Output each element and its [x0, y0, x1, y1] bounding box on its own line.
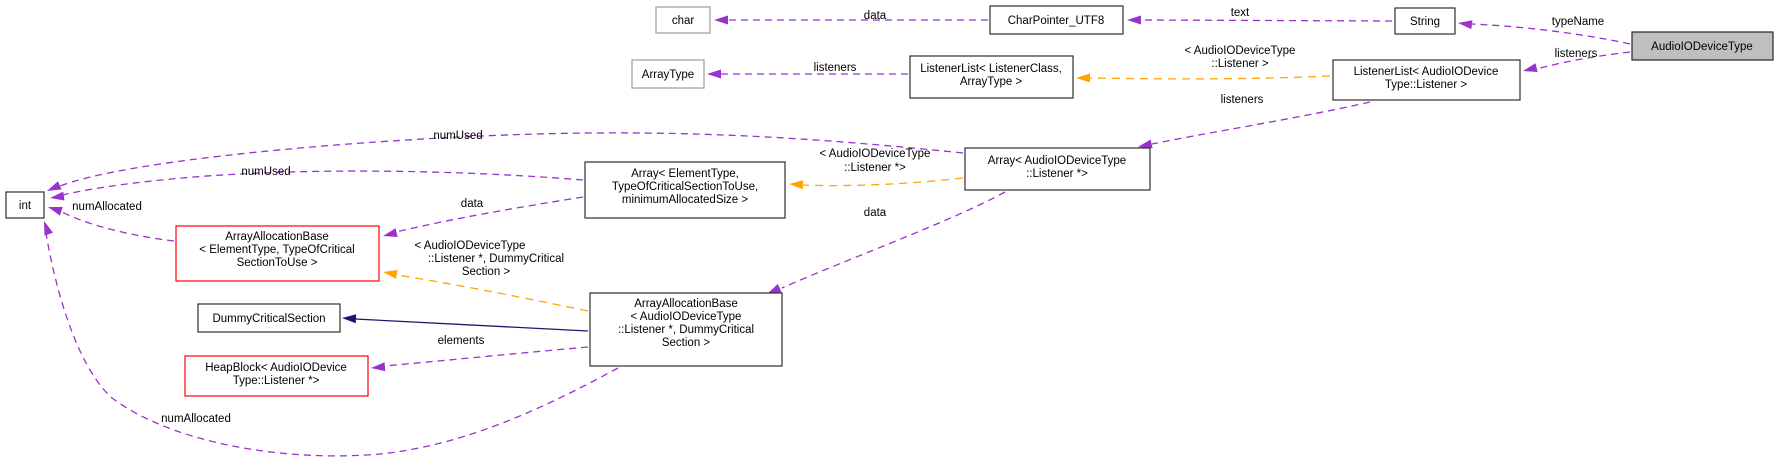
node-aab-generic-line1: ArrayAllocationBase [225, 231, 329, 243]
node-listenerlist-generic-line1: ListenerList< ListenerClass, [920, 63, 1062, 75]
edge-label-numused-audio: numUsed [433, 130, 482, 142]
edge-label-data-audio: data [864, 207, 887, 219]
edge-label-template-listener-ptr-line1: < AudioIODeviceType [820, 148, 931, 160]
arrowhead-string [1458, 20, 1473, 30]
node-aab-audio-line2: < AudioIODeviceType [631, 311, 742, 323]
edge-label-numallocated-generic: numAllocated [72, 201, 142, 213]
node-int-label: int [19, 200, 32, 212]
node-int[interactable]: int [5, 191, 45, 219]
arrowhead-dummycriticalsection [342, 314, 357, 324]
arrowhead-char [714, 15, 728, 25]
edge-label-numused-generic: numUsed [241, 166, 290, 178]
node-aab-generic-line3: SectionToUse > [237, 257, 318, 269]
node-listenerlist-audio-line2: Type::Listener > [1385, 79, 1467, 91]
node-array-generic-line2: TypeOfCriticalSectionToUse, [612, 181, 758, 193]
node-listenerlist-audio-line1: ListenerList< AudioIODevice [1354, 66, 1499, 78]
arrowhead-array-generic [789, 180, 804, 190]
node-char-label: char [672, 15, 695, 27]
edge-numallocated-audio [45, 232, 619, 457]
node-dummy-critical-section-label: DummyCriticalSection [212, 313, 325, 325]
edge-label-data-char: data [864, 10, 887, 22]
edge-elements [384, 346, 589, 367]
node-arraytype[interactable]: ArrayType [631, 59, 705, 89]
arrowhead-int-numused-generic [50, 191, 65, 201]
edge-template-array [802, 177, 964, 187]
edge-template-listenerlist [1089, 75, 1331, 80]
arrowhead-aab-generic [383, 228, 398, 237]
edge-label-template-listener-line1: < AudioIODeviceType [1185, 45, 1296, 57]
edge-label-template-aab-line3: Section > [462, 266, 511, 278]
edge-typename [1471, 23, 1631, 45]
edge-label-template-listener-ptr-line2: ::Listener *> [844, 162, 906, 174]
edge-label-text: text [1231, 7, 1250, 19]
edge-label-numallocated-audio: numAllocated [161, 413, 231, 425]
edge-string-to-charpointer [1140, 19, 1393, 22]
node-audio-io-device-type: AudioIODeviceType [1631, 31, 1774, 61]
edge-label-elements: elements [438, 335, 485, 347]
node-dummy-critical-section[interactable]: DummyCriticalSection [197, 303, 341, 333]
arrowhead-array-audio [1138, 139, 1153, 149]
node-aab-generic-line2: < ElementType, TypeOfCritical [199, 244, 354, 256]
arrowhead-listenerlist-generic [1076, 73, 1090, 83]
node-aab-audio-line4: Section > [662, 337, 711, 349]
edge-label-listeners-device-type: listeners [1555, 48, 1598, 60]
edge-label-template-aab-line1: < AudioIODeviceType [415, 240, 526, 252]
arrowhead-int-numallocated-generic [48, 207, 63, 216]
edge-numused-audio [59, 132, 964, 187]
edge-template-aab [396, 274, 589, 312]
edge-label-listeners-generic: listeners [814, 62, 857, 74]
arrowhead-charpointer [1127, 15, 1141, 25]
node-array-allocation-base-generic[interactable]: ArrayAllocationBase < ElementType, TypeO… [175, 225, 380, 282]
edge-data-generic [395, 196, 584, 233]
edge-data-audio [781, 191, 1006, 289]
node-aab-audio-line3: ::Listener *, DummyCritical [618, 324, 754, 336]
node-array-audio[interactable]: Array< AudioIODeviceType ::Listener *> [964, 147, 1151, 191]
edge-listeners-audio [1151, 101, 1371, 145]
node-string[interactable]: String [1394, 7, 1456, 35]
edge-listeners-device-type [1536, 51, 1631, 70]
node-charpointer-utf8-label: CharPointer_UTF8 [1008, 15, 1105, 27]
edge-label-template-listener-line2: ::Listener > [1211, 58, 1268, 70]
node-char[interactable]: char [655, 6, 711, 34]
arrowhead-aab-generic-template [383, 269, 398, 279]
node-array-generic-line1: Array< ElementType, [631, 168, 739, 180]
arrowhead-aab-audio [767, 284, 782, 294]
node-array-generic[interactable]: Array< ElementType, TypeOfCriticalSectio… [584, 161, 786, 219]
node-heapblock-line2: Type::Listener *> [233, 375, 320, 387]
node-array-generic-line3: minimumAllocatedSize > [622, 194, 749, 206]
node-listenerlist-audio[interactable]: ListenerList< AudioIODevice Type::Listen… [1332, 59, 1521, 101]
node-heapblock-line1: HeapBlock< AudioIODevice [205, 362, 347, 374]
node-aab-audio-line1: ArrayAllocationBase [634, 298, 738, 310]
edge-label-template-aab-line2: ::Listener *, DummyCritical [428, 253, 564, 265]
node-listenerlist-generic-line2: ArrayType > [960, 76, 1023, 88]
arrowhead-int-numused-audio [47, 181, 62, 191]
edge-numused-generic [62, 170, 584, 196]
edge-numallocated-generic [61, 211, 175, 242]
edge-label-data-generic: data [461, 198, 484, 210]
node-listenerlist-generic[interactable]: ListenerList< ListenerClass, ArrayType > [909, 55, 1074, 99]
node-heapblock[interactable]: HeapBlock< AudioIODevice Type::Listener … [184, 355, 369, 397]
edge-label-listeners-audio: listeners [1221, 94, 1264, 106]
arrowhead-arraytype [707, 69, 721, 79]
node-arraytype-label: ArrayType [642, 69, 694, 81]
arrowhead-listenerlist-audio [1523, 63, 1538, 72]
node-array-allocation-base-audio[interactable]: ArrayAllocationBase < AudioIODeviceType … [589, 292, 783, 367]
arrowhead-int-numallocated-audio [44, 221, 54, 236]
node-string-label: String [1410, 16, 1440, 28]
node-charpointer-utf8[interactable]: CharPointer_UTF8 [989, 5, 1124, 35]
edge-label-typename: typeName [1552, 16, 1604, 28]
node-array-audio-line2: ::Listener *> [1026, 168, 1088, 180]
node-audio-io-device-type-label: AudioIODeviceType [1651, 41, 1753, 53]
node-array-audio-line1: Array< AudioIODeviceType [988, 155, 1126, 167]
arrowhead-heapblock [371, 362, 386, 372]
edge-inherit-dummycriticalsection [354, 318, 589, 332]
